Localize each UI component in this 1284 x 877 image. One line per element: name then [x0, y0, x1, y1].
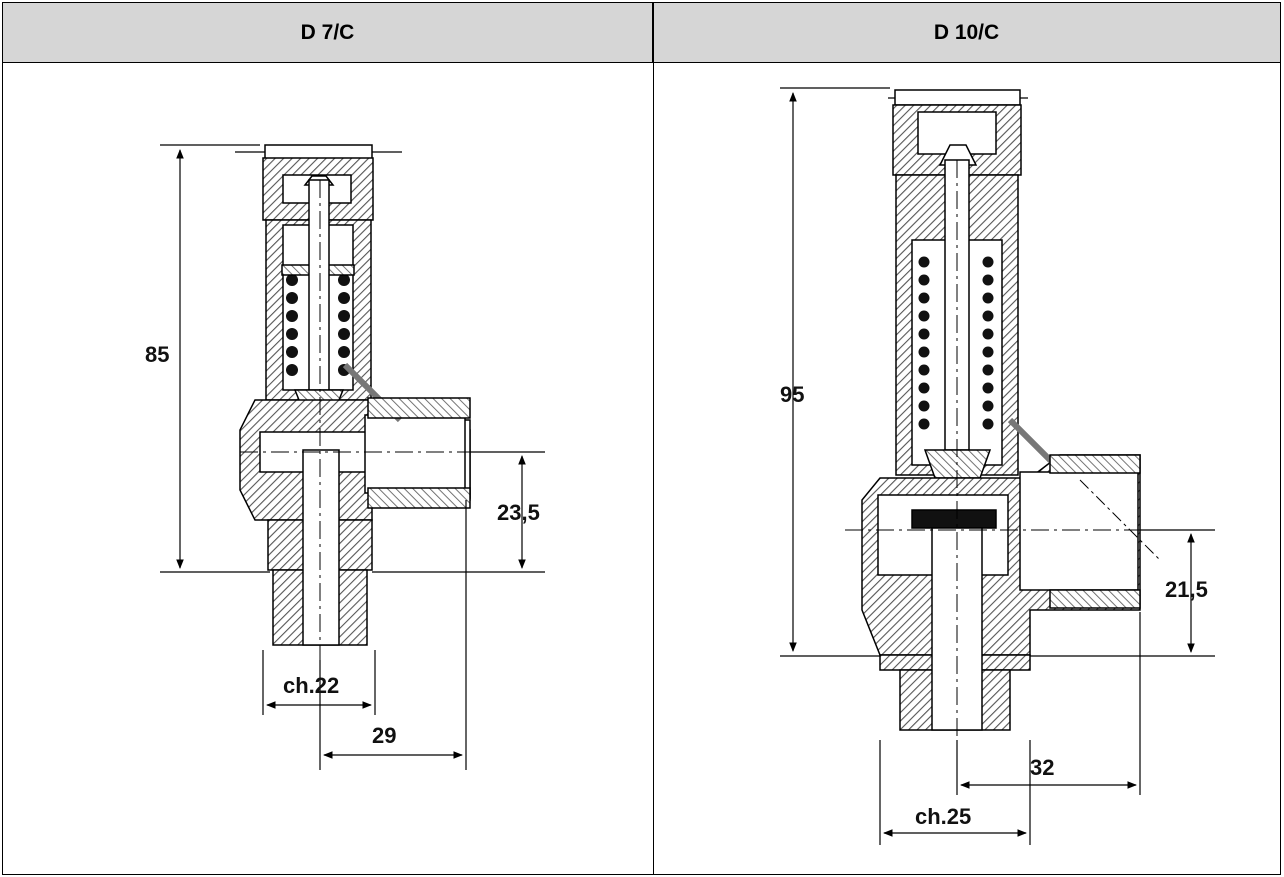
valve-drawing-d7c	[235, 144, 545, 660]
d10c-height-label: 95	[780, 382, 804, 407]
valve-drawing-d10c	[845, 89, 1210, 745]
d10c-outlet-offset-label: 21,5	[1165, 577, 1208, 602]
column-divider	[653, 3, 654, 874]
d7c-outlet-offset-label: 23,5	[497, 500, 540, 525]
d7c-hex-label: ch.22	[283, 673, 339, 698]
d10c-hex-label: ch.25	[915, 804, 971, 829]
dimensions-d7c	[160, 144, 545, 770]
d10c-outlet-dist-label: 32	[1030, 755, 1054, 780]
column-header-d7c: D 7/C	[3, 3, 653, 63]
d7c-height-label: 85	[145, 342, 169, 367]
dimensions-d10c	[780, 87, 1215, 845]
spring-d10c	[918, 256, 994, 430]
column-header-d10c: D 10/C	[653, 3, 1280, 63]
d7c-outlet-dist-label: 29	[372, 723, 396, 748]
